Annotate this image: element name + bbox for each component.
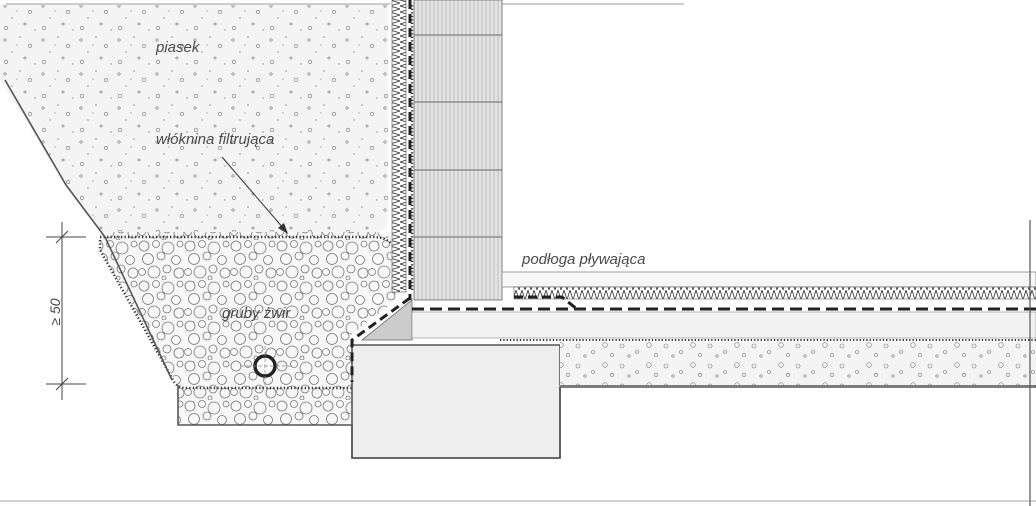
- leader-arrowhead: [278, 223, 288, 234]
- label-sand: piasek: [155, 39, 201, 56]
- coarse-gravel-fill: [100, 232, 396, 385]
- floor-membrane-upturn: [514, 295, 579, 312]
- floor-screed: [501, 271, 1036, 288]
- wall-insulation: [391, 0, 407, 293]
- drain-pipe-icon: [240, 346, 292, 386]
- wall-blocks: [413, 0, 503, 301]
- sub-base-pebbles: [560, 342, 1036, 385]
- excavation-slope: [4, 79, 173, 381]
- sand-backfill: [0, 5, 388, 232]
- floor-insulation: [513, 286, 1036, 300]
- label-coarse-gravel: gruby żwir: [222, 305, 291, 322]
- leader-line: [221, 156, 285, 230]
- corner-membrane: [350, 296, 411, 382]
- dimension-line: [46, 222, 86, 400]
- footing-outline-step: [177, 385, 561, 459]
- gravel-bed: [178, 385, 352, 425]
- label-floating-floor: podłoga pływająca: [521, 251, 645, 268]
- label-dimension: ≥ 50: [47, 298, 63, 325]
- label-filter-fabric: włóknina filtrująca: [156, 131, 274, 148]
- floor-slab: [411, 311, 1036, 339]
